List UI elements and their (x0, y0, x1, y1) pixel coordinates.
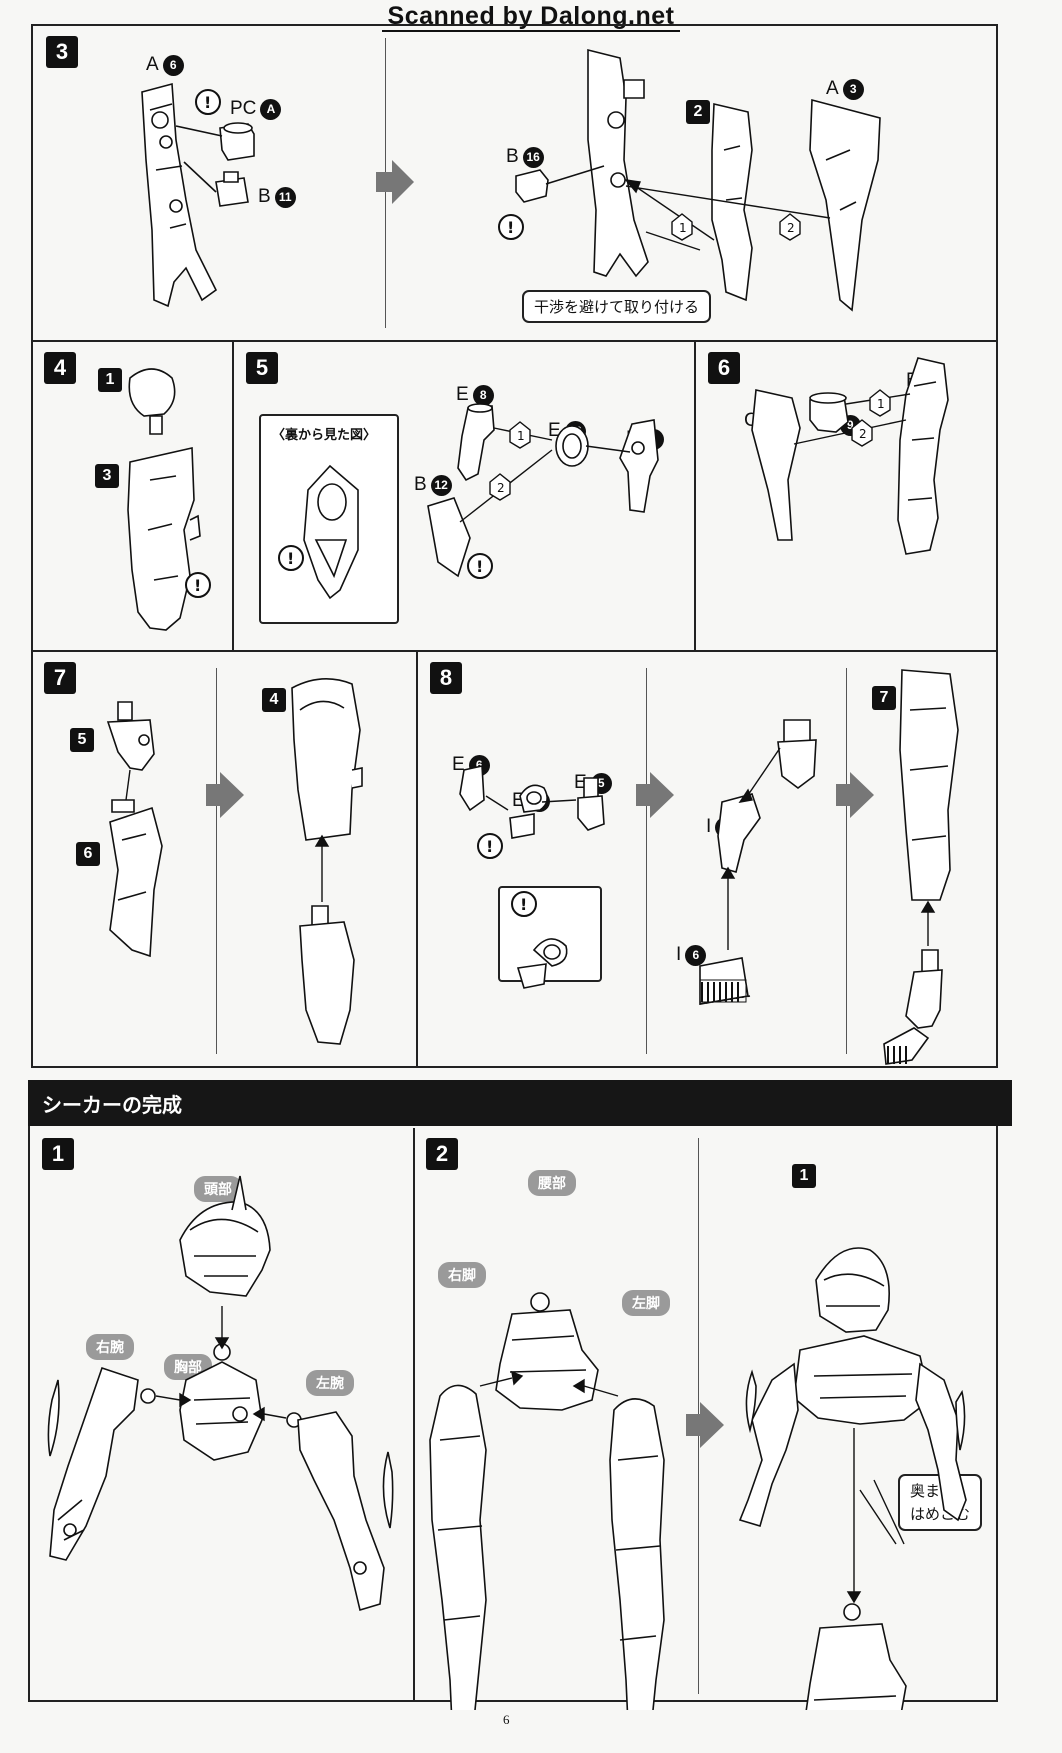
step-3-illustration: 1 2 !! (0, 0, 1062, 340)
svg-text:!: ! (520, 895, 527, 914)
part-number: 5 (70, 728, 94, 752)
sub-step-1: 1 (517, 429, 525, 443)
sub-step-2: 2 (497, 481, 505, 495)
left-arm-label: 左腕 (306, 1370, 354, 1396)
left-leg-label: 左脚 (622, 1290, 670, 1316)
part-number: 2 (686, 100, 710, 124)
caution-icon (196, 90, 523, 239)
svg-text:!: ! (476, 557, 483, 576)
step-number: 3 (46, 36, 78, 68)
right-arrow-icon (686, 1402, 724, 1448)
caution-icon (478, 834, 536, 916)
part-number: 1 (792, 1164, 816, 1188)
step-number: 8 (430, 662, 462, 694)
right-leg-label: 右脚 (438, 1262, 486, 1288)
sub-step-2: 2 (787, 221, 795, 235)
steps-7-8-illustration: !! (0, 650, 1062, 1070)
completion-illustration (0, 1080, 1062, 1710)
step-number: 5 (246, 352, 278, 384)
part-number: 4 (262, 688, 286, 712)
caution-icon (186, 546, 492, 597)
svg-text:!: ! (287, 549, 294, 568)
right-arrow-icon (376, 160, 414, 204)
divider (646, 668, 647, 1054)
divider (216, 668, 217, 1054)
waist-label: 腰部 (528, 1170, 576, 1196)
right-arm-label: 右腕 (86, 1334, 134, 1360)
step-number: 2 (426, 1138, 458, 1170)
part-number: 1 (98, 368, 122, 392)
divider (232, 340, 234, 652)
svg-text:!: ! (507, 218, 514, 237)
part-number: 6 (76, 842, 100, 866)
svg-text:!: ! (486, 837, 493, 856)
step-number: 1 (42, 1138, 74, 1170)
completion-section-title: シーカーの完成 (28, 1080, 1012, 1126)
divider (694, 340, 696, 652)
steps-7-8-panel (31, 650, 998, 1068)
steps-4-6-illustration: 1 2 1 2 !!! (0, 340, 1062, 660)
step-number: 7 (44, 662, 76, 694)
svg-text:!: ! (194, 576, 201, 595)
assembly-note: 干渉を避けて取り付ける (522, 290, 712, 323)
part-number: 3 (95, 464, 119, 488)
right-arrow-icon (206, 772, 874, 818)
step-number: 6 (708, 352, 740, 384)
sub-step-1: 1 (877, 397, 885, 411)
step-number: 4 (44, 352, 76, 384)
divider (413, 1128, 415, 1702)
inset-title: 〈裏から見た図〉 (272, 428, 377, 443)
part-number: 7 (872, 686, 896, 710)
divider (416, 650, 418, 1068)
sub-step-1: 1 (679, 221, 687, 235)
divider (846, 668, 847, 1054)
page-number: 6 (503, 1712, 510, 1727)
head-label: 頭部 (194, 1176, 242, 1202)
svg-text:!: ! (204, 93, 211, 112)
sub-step-2: 2 (859, 427, 867, 441)
